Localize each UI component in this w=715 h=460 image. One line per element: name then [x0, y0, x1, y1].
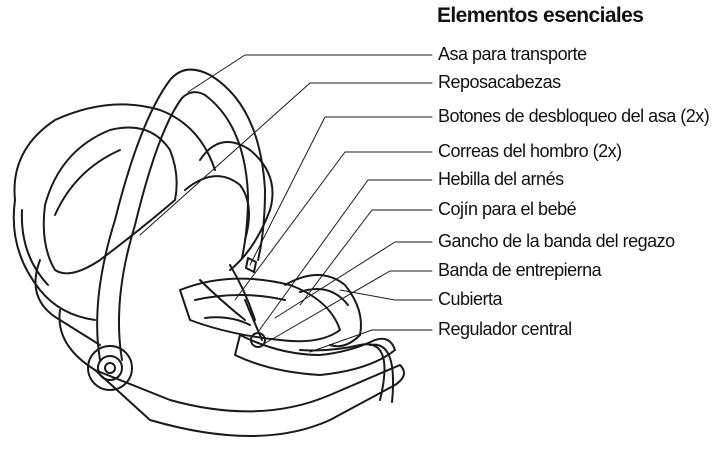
seat-base — [94, 364, 405, 437]
label-carry-handle: Asa para transporte — [438, 44, 587, 64]
label-cover: Cubierta — [438, 289, 503, 309]
leader-line — [299, 209, 433, 306]
leader-line — [261, 270, 433, 346]
label-lap-belt-hook: Gancho de la banda del regazo — [438, 231, 675, 251]
headrest — [42, 126, 178, 275]
label-central-adjuster: Regulador central — [438, 319, 572, 339]
leader-line — [234, 151, 433, 301]
cover — [284, 274, 362, 348]
seat-shell — [13, 103, 216, 201]
leader-line — [139, 82, 433, 236]
label-headrest: Reposacabezas — [438, 72, 561, 92]
central-adjuster — [299, 343, 386, 401]
shoulder-straps — [199, 264, 256, 321]
leader-line — [309, 329, 433, 353]
leader-line — [339, 289, 433, 301]
carry-handle — [96, 68, 266, 361]
handle-pivot — [87, 345, 133, 391]
label-harness-buckle: Hebilla del arnés — [438, 169, 564, 189]
lap-belt-hook — [204, 316, 251, 326]
leader-line — [249, 116, 433, 266]
handle-release-buttons — [245, 257, 257, 273]
label-infant-cushion: Cojín para el bebé — [438, 199, 577, 219]
label-crotch-strap: Banda de entrepierna — [438, 260, 602, 280]
leader-line — [187, 54, 433, 93]
leader-line — [257, 179, 433, 333]
harness-buckle — [250, 332, 266, 348]
leader-line — [274, 241, 433, 319]
page-title: Elementos esenciales — [437, 4, 644, 27]
label-handle-release-buttons: Botones de desbloqueo del asa (2x) — [438, 106, 710, 126]
label-shoulder-straps: Correas del hombro (2x) — [438, 141, 622, 161]
